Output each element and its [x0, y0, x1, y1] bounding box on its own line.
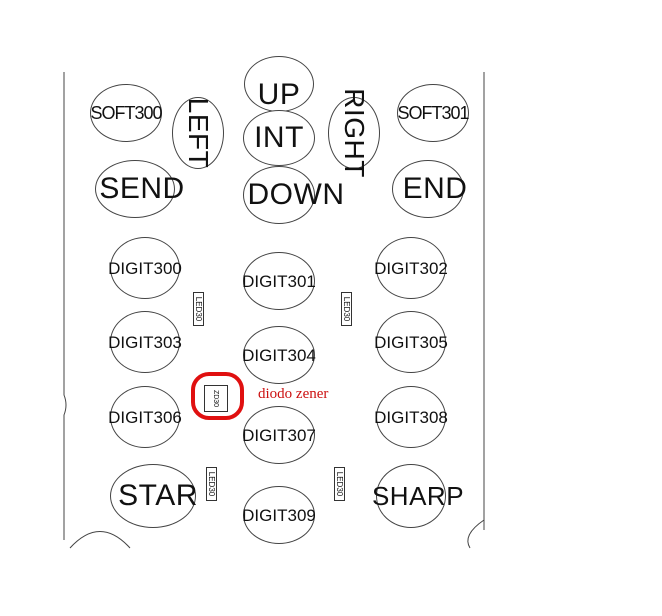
right-label: RIGHT [339, 88, 371, 178]
down-key[interactable]: DOWN [243, 166, 344, 224]
digit301-label: DIGIT301 [242, 271, 316, 291]
zener-annotation: diodo zener [258, 386, 329, 402]
soft300-key[interactable]: SOFT300 [90, 84, 163, 142]
up-key[interactable]: UP [244, 56, 314, 112]
digit309-label: DIGIT309 [242, 505, 316, 525]
soft301-label: SOFT301 [397, 103, 469, 123]
soft300-label: SOFT300 [90, 103, 162, 123]
left-label: LEFT [183, 97, 214, 169]
led-component: LED30 [193, 292, 204, 326]
led-component: LED30 [334, 467, 345, 501]
digit303-key[interactable]: DIGIT303 [108, 311, 182, 373]
left-key[interactable]: LEFT [172, 97, 224, 169]
digit300-key[interactable]: DIGIT300 [108, 237, 182, 299]
star-label: STAR [118, 479, 198, 512]
digit303-label: DIGIT303 [108, 332, 182, 352]
right-key[interactable]: RIGHT [328, 88, 380, 178]
send-label: SEND [99, 172, 185, 205]
digit305-key[interactable]: DIGIT305 [374, 311, 448, 373]
digit307-key[interactable]: DIGIT307 [242, 406, 316, 464]
digit309-key[interactable]: DIGIT309 [242, 486, 316, 544]
int-key[interactable]: INT [243, 110, 315, 166]
digit308-label: DIGIT308 [374, 407, 448, 427]
digit300-label: DIGIT300 [108, 258, 182, 278]
end-label: END [402, 172, 468, 205]
soft301-key[interactable]: SOFT301 [397, 84, 470, 142]
digit301-key[interactable]: DIGIT301 [242, 252, 316, 310]
digit302-label: DIGIT302 [374, 258, 448, 278]
end-key[interactable]: END [392, 160, 467, 218]
digit308-key[interactable]: DIGIT308 [374, 386, 448, 448]
led-component: LED30 [341, 292, 352, 326]
sharp-label: SHARP [371, 481, 465, 511]
digit306-label: DIGIT306 [108, 407, 182, 427]
digit302-key[interactable]: DIGIT302 [374, 237, 448, 299]
send-key[interactable]: SEND [95, 160, 184, 218]
sharp-key[interactable]: SHARP [372, 464, 464, 528]
digit305-label: DIGIT305 [374, 332, 448, 352]
led-component: LED30 [206, 467, 217, 501]
digit304-key[interactable]: DIGIT304 [242, 326, 316, 384]
digit307-label: DIGIT307 [242, 425, 316, 445]
digit304-label: DIGIT304 [242, 345, 316, 365]
down-label: DOWN [247, 178, 345, 211]
digit306-key[interactable]: DIGIT306 [108, 386, 182, 448]
zener-highlight-circle [191, 372, 244, 420]
int-label: INT [254, 121, 304, 154]
up-label: UP [257, 78, 301, 111]
star-key[interactable]: STAR [110, 464, 198, 528]
